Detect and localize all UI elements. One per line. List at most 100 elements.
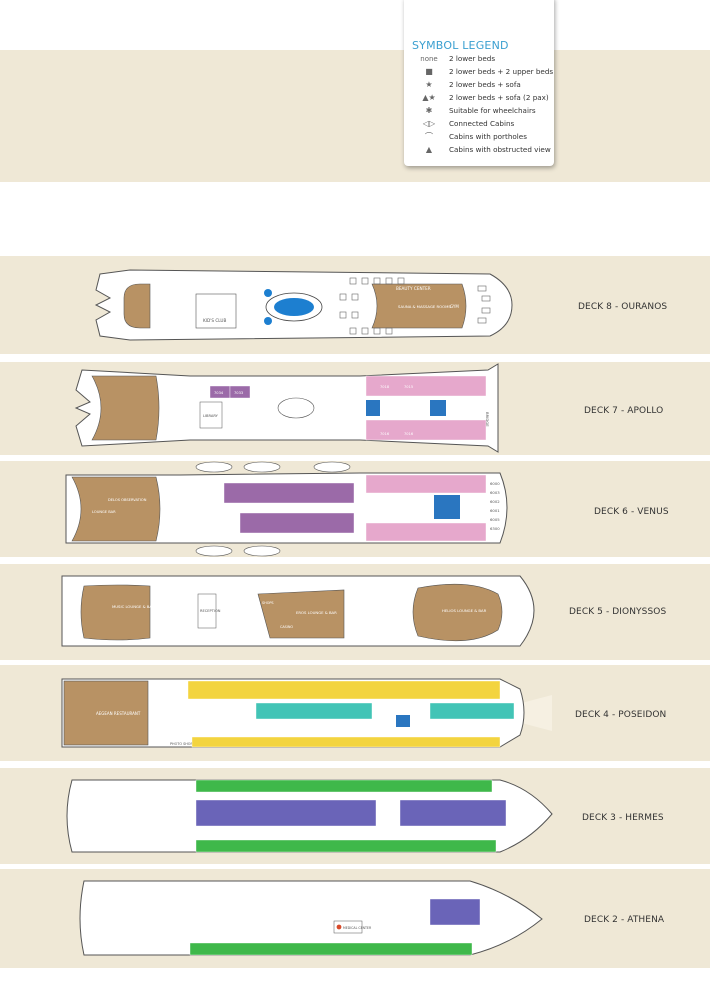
deck4-label: DECK 4 - POSEIDON: [575, 710, 667, 720]
cabin-block-green: [195, 779, 493, 793]
cabin-blue: [434, 495, 460, 519]
cabin-number: 6000: [490, 481, 500, 486]
cabin-number: 7015: [404, 385, 413, 389]
cabin-block-yellow: [191, 736, 501, 748]
deck2-plan: MEDICAL CENTER: [79, 880, 543, 956]
music-lounge: [80, 584, 151, 641]
legend-title: SYMBOL LEGEND: [412, 39, 509, 52]
obstructed-view-icon: ▲: [425, 145, 433, 154]
square-icon: ■: [425, 67, 433, 76]
cabin-number: 6001: [490, 508, 500, 513]
none-label: none: [420, 55, 438, 63]
pool-water: [274, 298, 314, 316]
cabin-suite: [365, 375, 487, 397]
deck5-label: DECK 5 - DIONYSSOS: [569, 607, 667, 617]
cabin-block-teal: [255, 702, 373, 720]
cabin-number: 7018: [380, 385, 390, 389]
cabin-block-violet: [429, 898, 481, 926]
cabin-number: 6300: [490, 526, 500, 531]
lifeboats: [195, 461, 351, 557]
cabin-number: 7033: [234, 391, 243, 395]
room-label: BEAUTY CENTER: [396, 286, 431, 291]
cabin-block-yellow: [187, 680, 501, 700]
cabin-number: 7016: [380, 432, 390, 436]
cabin-block-pink: [365, 522, 487, 542]
deck3-plan: [66, 779, 553, 853]
room-label: CASINO: [280, 625, 293, 629]
legend-text: Cabins with obstructed view: [449, 145, 551, 154]
cabin-block-pink: [365, 474, 487, 494]
deck3-label: DECK 3 - HERMES: [582, 813, 664, 823]
room-label: PHOTO SHOP: [170, 742, 193, 746]
cabin-block-teal: [429, 702, 515, 720]
porthole-arc-icon: ⌒: [425, 132, 433, 141]
room-label: KID'S CLUB: [203, 318, 226, 323]
aegean-restaurant: [63, 680, 149, 746]
deck8-kids-club: [195, 293, 237, 329]
cabin-block-purple: [239, 512, 355, 534]
cabin-blue: [366, 400, 380, 416]
triangle-star-icon: ▲★: [422, 93, 436, 102]
deck2-hull: [79, 880, 543, 956]
legend-text: 2 lower beds + sofa (2 pax): [449, 93, 549, 102]
room-label: DELOS OBSERVATION: [108, 498, 147, 502]
wheelchair-asterisk-icon: ✱: [425, 106, 433, 115]
deck7-plan: LIBRARY 7034 7033 7018 7015 7016 7016 BR…: [74, 363, 499, 453]
cabin-number: 6002: [490, 499, 500, 504]
helios-lounge: [412, 583, 503, 642]
top-band: [0, 50, 710, 182]
legend-text: Suitable for wheelchairs: [449, 106, 536, 115]
cabin-number: 7016: [404, 432, 414, 436]
legend-text: 2 lower beds + 2 upper beds: [449, 67, 554, 76]
jacuzzi: [264, 289, 272, 297]
room-label: LIBRARY: [203, 414, 219, 418]
deck7-pool-area: [277, 397, 315, 419]
star-icon: ★: [425, 80, 433, 89]
cabin-block-green: [189, 942, 473, 956]
cabin-block-violet: [195, 799, 377, 827]
legend-text: 2 lower beds + sofa: [449, 80, 521, 89]
deck-chairs: [339, 277, 491, 335]
legend-text: Cabins with portholes: [449, 132, 527, 141]
deck8-spa-area: [371, 283, 467, 329]
symbol-legend: SYMBOL LEGEND none 2 lower beds ■ 2 lowe…: [404, 0, 554, 166]
cabin-suite: [229, 385, 251, 399]
room-label: MUSIC LOUNGE & BAR: [112, 604, 155, 609]
cabin-block-green: [195, 839, 497, 853]
library: [199, 401, 223, 429]
room-label: RECEPTION: [200, 609, 221, 613]
room-label: HELIOS LOUNGE & BAR: [442, 608, 487, 613]
room-label: SHOPS: [262, 601, 274, 605]
deck2-label: DECK 2 - ATHENA: [584, 915, 665, 925]
cabin-blue: [396, 715, 410, 727]
legend-text: Connected Cabins: [449, 119, 515, 128]
medical-cross-icon: [336, 924, 342, 930]
deck8-aft-lounge: [123, 283, 151, 329]
medical-center: [333, 920, 363, 934]
deck7-label: DECK 7 - APOLLO: [584, 406, 664, 416]
cabin-number: 6003: [490, 490, 500, 495]
deck6-label: DECK 6 - VENUS: [594, 507, 669, 517]
deck5-plan: MUSIC LOUNGE & BAR RECEPTION EROS LOUNGE…: [61, 575, 535, 647]
deck4-plan: AEGEAN RESTAURANT PHOTO SHOP: [61, 678, 552, 748]
room-label: EROS LOUNGE & BAR: [296, 610, 337, 615]
room-label: MEDICAL CENTER: [343, 926, 372, 930]
cabin-suite: [365, 419, 487, 441]
room-label: LOUNGE BAR: [92, 510, 116, 514]
cabin-block-purple: [223, 482, 355, 504]
cabin-number: 6005: [490, 517, 500, 522]
deck6-plan: DELOS OBSERVATION LOUNGE BAR 6000 6003 6…: [65, 461, 508, 557]
cabin-number: 7034: [214, 391, 224, 395]
deck7-aft-lounge: [91, 375, 160, 441]
jacuzzi: [264, 317, 272, 325]
room-label: GYM: [450, 304, 459, 309]
room-label: BRIDGE: [485, 412, 490, 427]
connected-arrows-icon: ◁▷: [422, 119, 436, 128]
deck8-label: DECK 8 - OURANOS: [578, 302, 668, 312]
cabin-blue: [430, 400, 446, 416]
room-label: SAUNA & MASSAGE ROOMS: [398, 304, 451, 309]
room-label: AEGEAN RESTAURANT: [96, 711, 141, 716]
cabin-block-violet: [399, 799, 507, 827]
legend-text: 2 lower beds: [449, 54, 496, 63]
reception: [197, 593, 217, 629]
